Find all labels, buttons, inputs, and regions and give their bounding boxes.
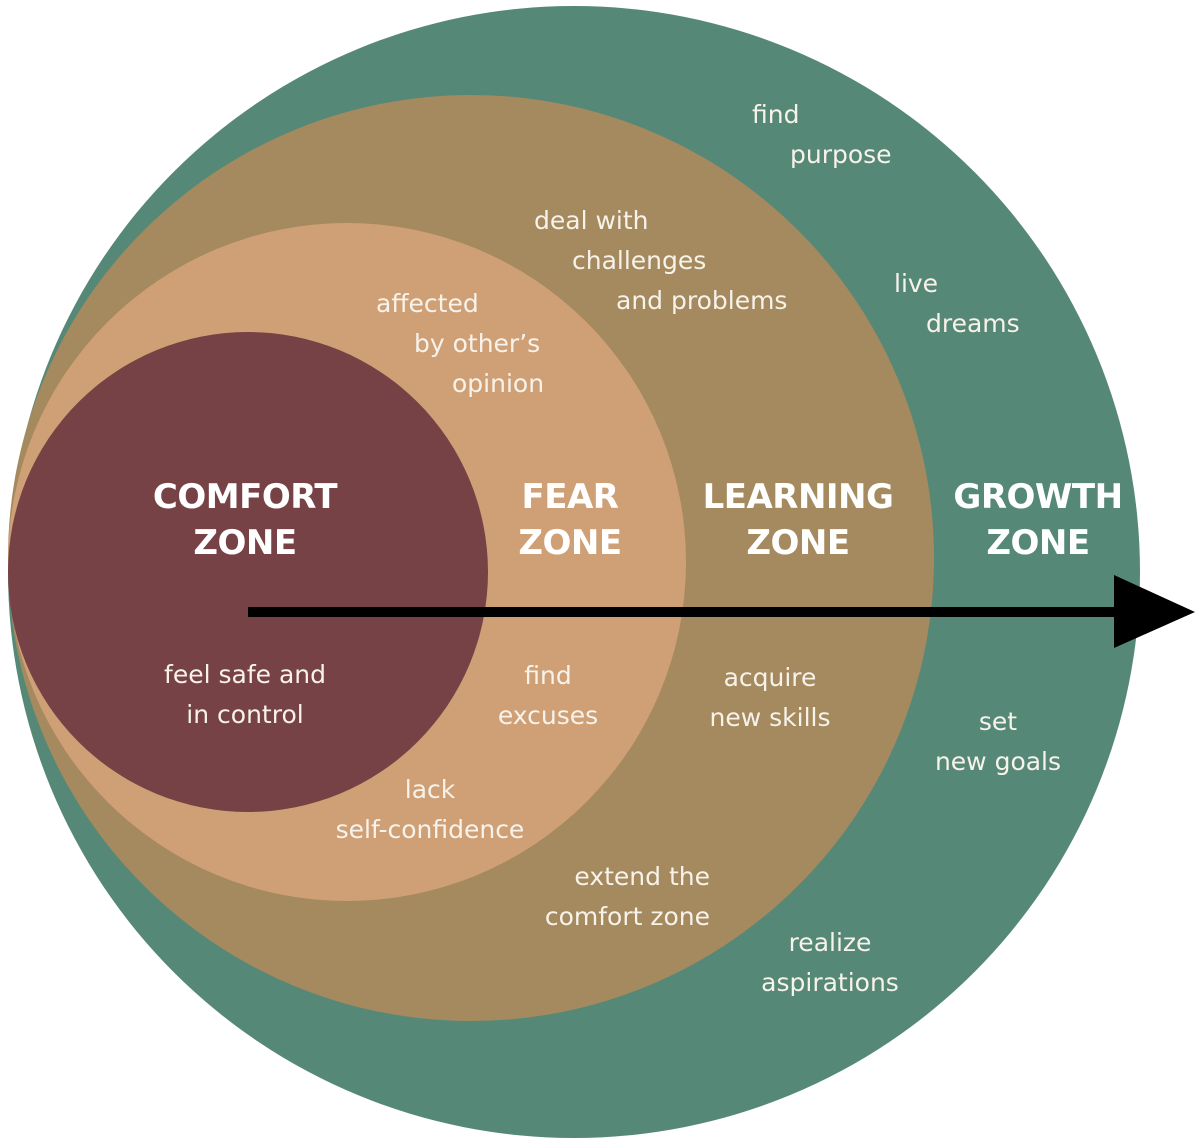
- comfort-phrase-feel-safe: feel safe and in control: [164, 660, 326, 729]
- growth-phrase-set-goals: set new goals: [934, 707, 1062, 776]
- progress-arrow-icon: [248, 575, 1195, 648]
- fear-phrase-find-excuses: find excuses: [497, 661, 599, 730]
- comfort-zone-title: COMFORT ZONE: [152, 477, 338, 563]
- learning-phrase-acquire-skills: acquire new skills: [709, 663, 831, 732]
- fear-phrase-affected: affected by other’s opinion: [376, 289, 545, 398]
- learning-zone-title: LEARNING ZONE: [702, 477, 894, 563]
- comfort-zone-circle: [8, 332, 488, 812]
- learning-phrase-deal-with: deal with challenges and problems: [534, 206, 788, 315]
- fear-phrase-lack-confidence: lack self-confidence: [335, 775, 525, 844]
- fear-zone-title: FEAR ZONE: [518, 477, 622, 563]
- growth-phrase-realize-aspirations: realize aspirations: [761, 928, 899, 997]
- growth-phrase-live-dreams: live dreams: [894, 269, 1020, 338]
- growth-zone-title: GROWTH ZONE: [953, 477, 1123, 563]
- growth-phrase-find-purpose: find purpose: [752, 100, 892, 169]
- learning-phrase-extend-comfort: extend the comfort zone: [544, 862, 710, 931]
